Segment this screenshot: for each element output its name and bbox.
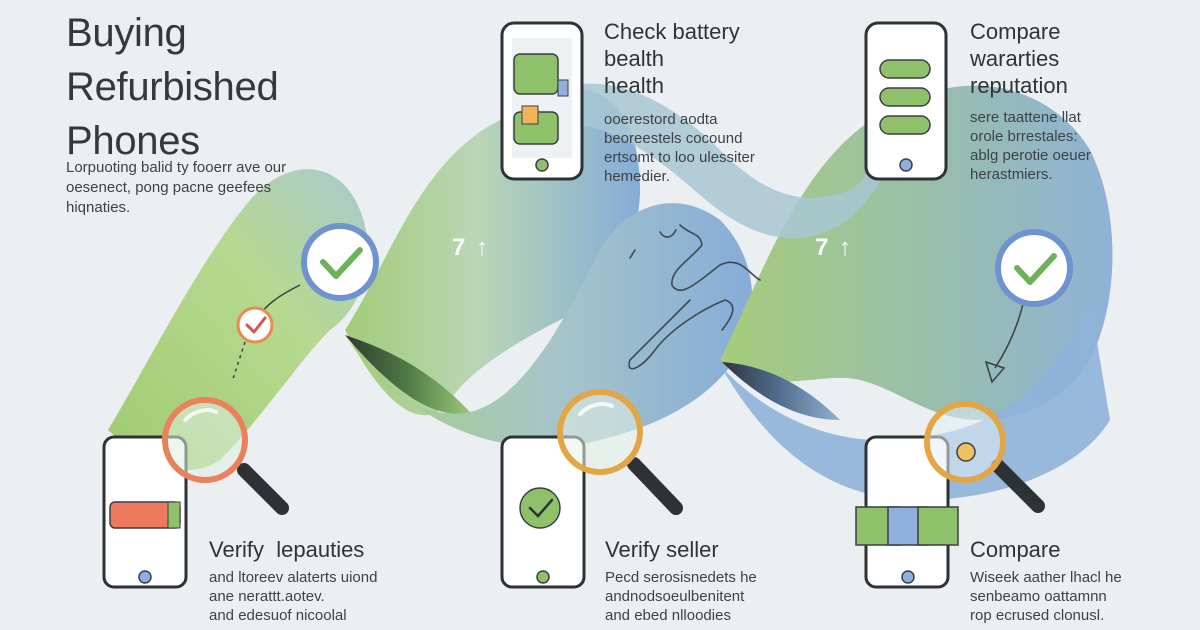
step-body-line: Pecd serosisnedets he: [605, 569, 757, 586]
step-body-line: rop ecrused clonusl.: [970, 607, 1105, 624]
up-arrow-label-2: 7 ↑: [815, 234, 854, 261]
step-body-compare-warranties: sere taattene llat orole brrestales: abl…: [970, 108, 1170, 184]
phone-icon-warranty: [864, 21, 948, 181]
step-body-line: herastmiers.: [970, 166, 1053, 183]
ribbon-fold-shadow-1: [345, 335, 470, 414]
check-circle-icon-right: [995, 229, 1073, 307]
step-body-line: sere taattene llat: [970, 109, 1081, 126]
ribbon-fold-shadow-2: [722, 362, 840, 420]
page-title: Buying Refurbished Phones: [66, 6, 386, 168]
phone-icon-battery: [500, 21, 584, 181]
step-body-line: ane nerattt.aotev.: [209, 588, 325, 605]
magnifier-icon-middle: [557, 389, 683, 515]
phone-icon-seller: [500, 435, 586, 589]
check-circle-icon-left: [301, 223, 379, 301]
intro-line: oesenect, pong pacne geefees: [66, 179, 272, 196]
step-body-compare: Wiseek aather lhacl he senbeamo oattamnn…: [970, 568, 1170, 625]
ribbon-band-arch-2: [720, 85, 1113, 420]
step-body-line: senbeamo oattamnn: [970, 588, 1107, 605]
step-body-line: hemedier.: [604, 168, 670, 185]
step-title-line: Check battery: [604, 19, 740, 44]
step-body-verify-seller: Pecd serosisnedets he andnodsoeulbeniten…: [605, 568, 825, 625]
signature-scribble: [628, 224, 761, 370]
ribbon-band-top: [560, 83, 930, 239]
connector-dash-left: [231, 341, 246, 383]
step-body-line: andnodsoeulbenitent: [605, 588, 745, 605]
step-title-line: Verify lepauties: [209, 537, 365, 562]
step-title-compare-warranties: Compare wararties reputation: [970, 18, 1170, 99]
step-title-line: bealth: [604, 46, 664, 71]
step-title-line: health: [604, 73, 664, 98]
step-title-line: Compare: [970, 19, 1061, 44]
title-line: Buying: [66, 11, 187, 55]
step-body-verify-lepauties: and ltoreev alaterts uiond ane nerattt.a…: [209, 568, 449, 625]
step-body-line: ertsomt to loo ulessiter: [604, 149, 755, 166]
up-arrow-label-1: 7 ↑: [452, 234, 491, 261]
intro-line: Lorpuoting balid ty fooerr ave our: [66, 159, 287, 176]
phone-icon-compare: [855, 435, 959, 589]
step-body-line: Wiseek aather lhacl he: [970, 569, 1122, 586]
step-body-check-battery: ooerestord aodta beoreestels cocound ert…: [604, 110, 804, 186]
step-body-line: and ltoreev alaterts uiond: [209, 569, 378, 586]
intro-text: Lorpuoting balid ty fooerr ave our oesen…: [66, 158, 366, 218]
intro-line: hiqnaties.: [66, 199, 131, 216]
phone-icon-lepauties: [102, 435, 188, 589]
ribbon-band-valley-1: [345, 203, 753, 447]
step-title-line: Verify seller: [605, 537, 719, 562]
step-title-line: wararties: [970, 46, 1060, 71]
step-title-verify-seller: Verify seller: [605, 536, 825, 563]
magnifier-icon-right: [924, 401, 1045, 513]
ribbon-band-lower-2: [720, 300, 1110, 500]
title-line: Phones: [66, 119, 200, 163]
step-body-line: beoreestels cocound: [604, 130, 743, 147]
title-line: Refurbished: [66, 65, 279, 109]
step-body-line: and ebed nlloodies: [605, 607, 731, 624]
step-title-compare: Compare: [970, 536, 1170, 563]
step-title-check-battery: Check battery bealth health: [604, 18, 804, 99]
magnifier-icon-left: [162, 397, 289, 515]
small-check-icon: [236, 306, 274, 344]
step-title-line: Compare: [970, 537, 1061, 562]
triangle-pointer-icon: [984, 360, 1006, 384]
step-title-verify-lepauties: Verify lepauties: [209, 536, 449, 563]
step-body-line: ablg perotie oeuer: [970, 147, 1091, 164]
step-body-line: and edesuof nicoolal: [209, 607, 347, 624]
step-body-line: orole brrestales:: [970, 128, 1078, 145]
step-body-line: ooerestord aodta: [604, 111, 718, 128]
step-title-line: reputation: [970, 73, 1068, 98]
